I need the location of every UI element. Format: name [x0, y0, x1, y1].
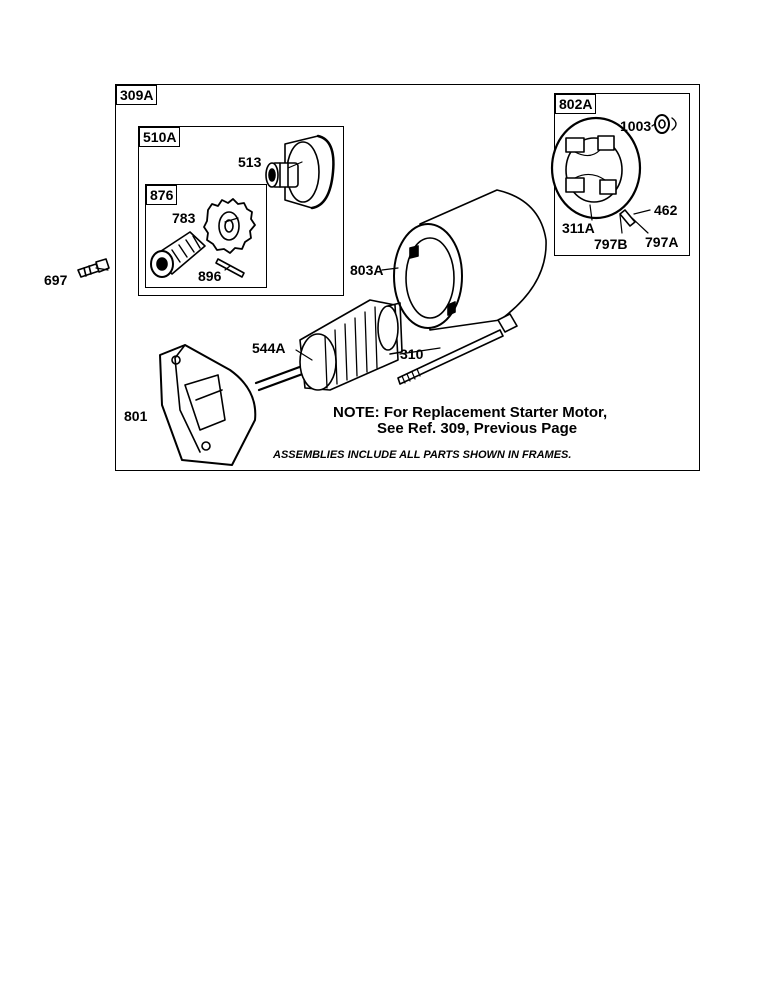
armature-part	[254, 299, 403, 392]
drive-assembly-frame	[138, 126, 344, 296]
note-line-2: See Ref. 309, Previous Page	[377, 420, 578, 437]
through-bolt-310-part	[397, 313, 518, 385]
callout-462: 462	[654, 202, 678, 218]
through-bolt-697-part	[77, 258, 110, 278]
motor-housing-part	[393, 189, 547, 331]
callout-311a: 311A	[562, 220, 595, 236]
callout-803a: 803A	[350, 262, 384, 278]
callout-896: 896	[198, 268, 222, 284]
callout-797b: 797B	[594, 236, 628, 252]
frame-label-876: 876	[146, 185, 178, 205]
callout-797a: 797A	[645, 234, 679, 250]
main-frame	[115, 84, 700, 471]
end-cap-part	[159, 344, 257, 466]
callout-513: 513	[238, 154, 262, 170]
callout-310: 310	[400, 346, 424, 362]
pinion-kit-frame	[145, 184, 267, 288]
pinion-gear-part	[203, 198, 256, 254]
frame-label-309a: 309A	[116, 85, 158, 105]
frame-label-802a: 802A	[555, 94, 597, 114]
frame-label-510a: 510A	[139, 127, 181, 147]
washer-part	[654, 114, 677, 134]
brush-plate-part	[550, 116, 642, 227]
callout-783: 783	[172, 210, 196, 226]
assemblies-footer: ASSEMBLIES INCLUDE ALL PARTS SHOWN IN FR…	[273, 449, 572, 461]
callout-1003: 1003	[620, 118, 652, 134]
roll-pin-part	[215, 258, 245, 278]
drive-housing-part	[265, 134, 335, 210]
callout-801: 801	[124, 408, 148, 424]
callout-697: 697	[44, 272, 68, 288]
note-line-1: NOTE: For Replacement Starter Motor,	[333, 404, 608, 421]
callout-544a: 544A	[252, 340, 286, 356]
pinion-spring-part	[150, 231, 206, 278]
leader-lines	[95, 123, 656, 361]
